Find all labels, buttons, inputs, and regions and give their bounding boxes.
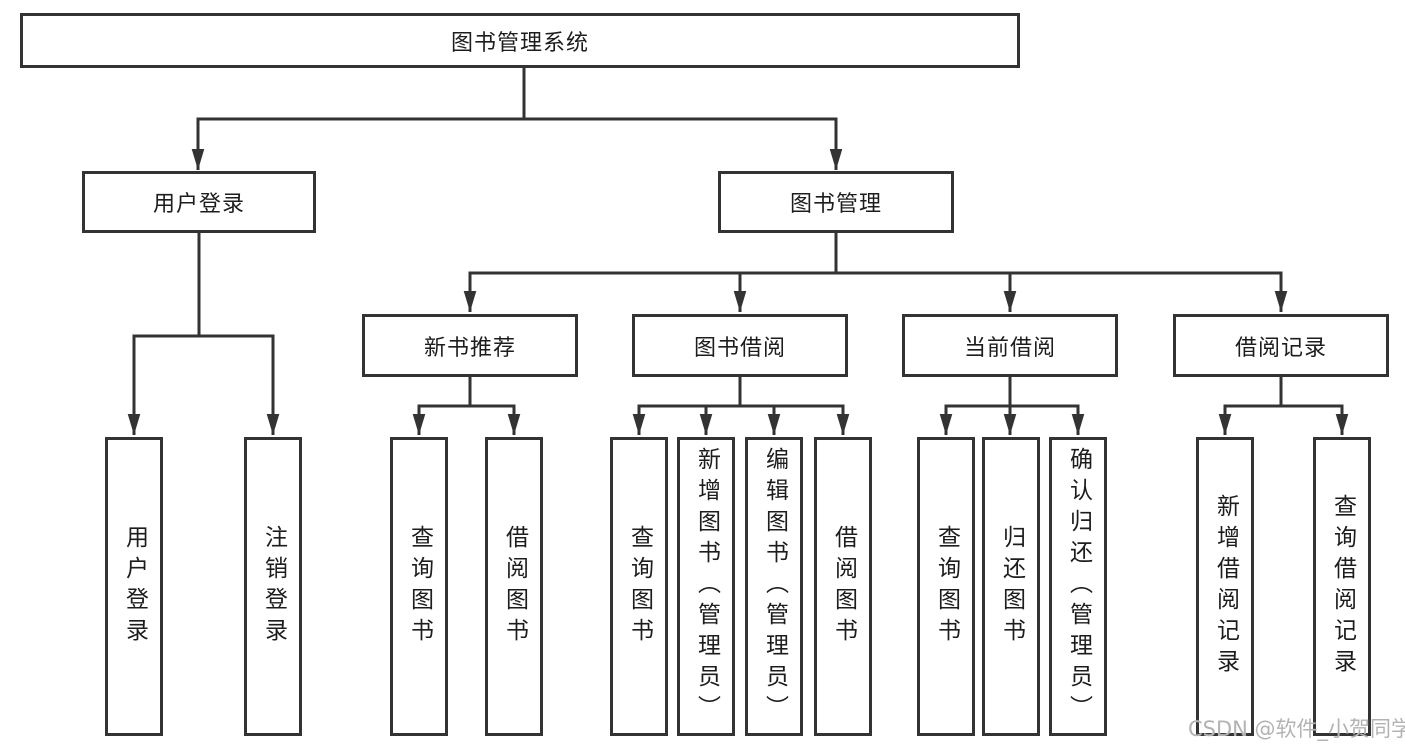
edge-current-c3 bbox=[1010, 404, 1085, 435]
leaf-borrow-borrow-books-label: 借阅图书 bbox=[830, 524, 857, 649]
branch-book-management-label: 图书管理 bbox=[789, 192, 882, 217]
edge-root-to-login bbox=[191, 117, 524, 170]
edge-borrow-c2 bbox=[699, 404, 740, 435]
edge-records-c2 bbox=[1281, 404, 1349, 435]
module-book-borrow-node: 图书借阅 bbox=[632, 314, 848, 377]
leaf-login-logout: 注销登录 bbox=[244, 437, 302, 736]
edge-borrow-c3 bbox=[740, 404, 781, 435]
leaf-borrow-add-books-admin-label: 新增图书（管理员） bbox=[693, 447, 720, 726]
leaf-current-query-books: 查询图书 bbox=[917, 437, 975, 736]
edge-borrow-c4 bbox=[740, 404, 850, 435]
module-new-book-recommend-label: 新书推荐 bbox=[423, 335, 516, 361]
module-current-borrow-node: 当前借阅 bbox=[902, 314, 1118, 377]
leaf-current-confirm-return-admin-label: 确认归还（管理员） bbox=[1065, 447, 1092, 726]
leaf-records-add-borrow-record-label: 新增借阅记录 bbox=[1212, 493, 1239, 680]
leaf-borrow-query-books-label: 查询图书 bbox=[626, 524, 653, 649]
leaf-current-return-books-label: 归还图书 bbox=[998, 524, 1025, 649]
edge-mgmt-to-recommend bbox=[463, 271, 836, 312]
module-borrow-records-label: 借阅记录 bbox=[1234, 335, 1327, 361]
edge-recommend-c1 bbox=[412, 404, 470, 435]
leaf-recommend-borrow-books-label: 借阅图书 bbox=[501, 524, 528, 649]
module-borrow-records-node: 借阅记录 bbox=[1173, 314, 1389, 377]
module-new-book-recommend-node: 新书推荐 bbox=[362, 314, 578, 377]
leaf-records-add-borrow-record: 新增借阅记录 bbox=[1196, 437, 1254, 736]
leaf-current-return-books: 归还图书 bbox=[982, 437, 1040, 736]
leaf-recommend-query-books: 查询图书 bbox=[390, 437, 448, 736]
leaf-borrow-borrow-books: 借阅图书 bbox=[814, 437, 872, 736]
edge-login-to-logout bbox=[199, 334, 280, 435]
leaf-login-user-login-label: 用户登录 bbox=[121, 524, 148, 649]
branch-user-login-node: 用户登录 bbox=[82, 171, 316, 233]
leaf-borrow-edit-books-admin: 编辑图书（管理员） bbox=[745, 437, 803, 736]
edge-recommend-c2 bbox=[470, 404, 521, 435]
edge-records-c1 bbox=[1218, 404, 1281, 435]
root-system-label: 图书管理系统 bbox=[450, 30, 589, 56]
leaf-records-query-borrow-record-label: 查询借阅记录 bbox=[1329, 493, 1356, 680]
leaf-recommend-borrow-books: 借阅图书 bbox=[485, 437, 543, 736]
leaf-current-confirm-return-admin: 确认归还（管理员） bbox=[1049, 437, 1107, 736]
edge-current-c1 bbox=[939, 404, 1010, 435]
leaf-borrow-query-books: 查询图书 bbox=[610, 437, 668, 736]
csdn-watermark: CSDN @软件_小贺同学 bbox=[1188, 717, 1405, 741]
edge-root-to-management bbox=[524, 117, 843, 170]
leaf-login-user-login: 用户登录 bbox=[105, 437, 163, 736]
edge-mgmt-to-borrow bbox=[733, 271, 836, 312]
branch-user-login-label: 用户登录 bbox=[152, 192, 245, 217]
edge-mgmt-to-current bbox=[836, 271, 1017, 312]
edge-login-to-userlogin bbox=[127, 334, 199, 435]
leaf-borrow-edit-books-admin-label: 编辑图书（管理员） bbox=[761, 447, 788, 726]
leaf-borrow-add-books-admin: 新增图书（管理员） bbox=[677, 437, 735, 736]
leaf-records-query-borrow-record: 查询借阅记录 bbox=[1313, 437, 1371, 736]
leaf-login-logout-label: 注销登录 bbox=[260, 524, 287, 649]
module-book-borrow-label: 图书借阅 bbox=[693, 335, 786, 361]
root-system-node: 图书管理系统 bbox=[20, 13, 1020, 68]
leaf-recommend-query-books-label: 查询图书 bbox=[406, 524, 433, 649]
module-current-borrow-label: 当前借阅 bbox=[963, 335, 1056, 361]
edge-borrow-c1 bbox=[632, 404, 740, 435]
branch-book-management-node: 图书管理 bbox=[718, 171, 954, 233]
edge-mgmt-to-records bbox=[836, 271, 1288, 312]
leaf-current-query-books-label: 查询图书 bbox=[933, 524, 960, 649]
